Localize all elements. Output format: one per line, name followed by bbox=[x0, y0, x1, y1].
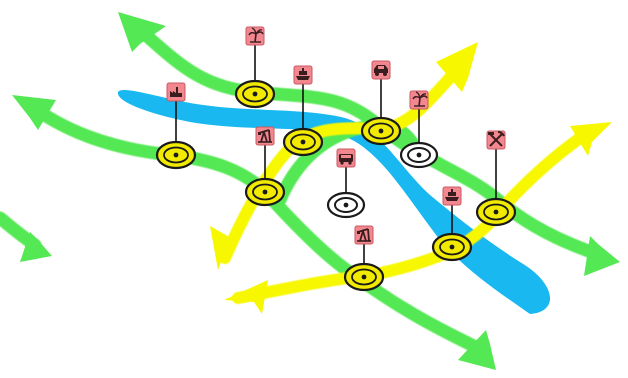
route-yellow-northeast bbox=[219, 66, 461, 264]
junction-node bbox=[360, 116, 402, 146]
junction-node bbox=[399, 141, 439, 169]
arrowhead bbox=[584, 236, 620, 276]
ship-icon bbox=[442, 186, 462, 206]
arrowhead bbox=[224, 280, 268, 314]
junction-node bbox=[326, 191, 366, 219]
arrowhead bbox=[570, 122, 612, 156]
yellow-arrowheads bbox=[210, 42, 612, 314]
junction-nodes bbox=[155, 79, 517, 292]
oil-pump-icon bbox=[354, 225, 374, 245]
palm-tree-icon bbox=[245, 26, 265, 46]
junction-node bbox=[244, 177, 286, 207]
arrowhead bbox=[20, 232, 52, 262]
junction-node bbox=[475, 197, 517, 227]
car-icon bbox=[371, 60, 391, 80]
oil-pump-icon bbox=[255, 126, 275, 146]
hammer-pick-icon bbox=[486, 130, 506, 150]
junction-node bbox=[431, 232, 473, 262]
junction-node bbox=[155, 140, 197, 170]
junction-node bbox=[282, 127, 324, 157]
bus-icon bbox=[336, 148, 356, 168]
green-arrowheads bbox=[12, 12, 620, 370]
palm-tree-icon bbox=[409, 90, 429, 110]
junction-node bbox=[343, 262, 385, 292]
ship-icon bbox=[293, 65, 313, 85]
arrowhead bbox=[436, 42, 478, 92]
junction-node bbox=[234, 79, 276, 109]
river bbox=[117, 90, 551, 314]
icon-markers bbox=[166, 26, 506, 245]
arrowhead bbox=[210, 226, 238, 270]
arrowhead bbox=[12, 95, 56, 130]
arrowhead bbox=[458, 330, 496, 370]
factory-icon bbox=[166, 82, 186, 102]
arrowhead bbox=[118, 12, 166, 52]
